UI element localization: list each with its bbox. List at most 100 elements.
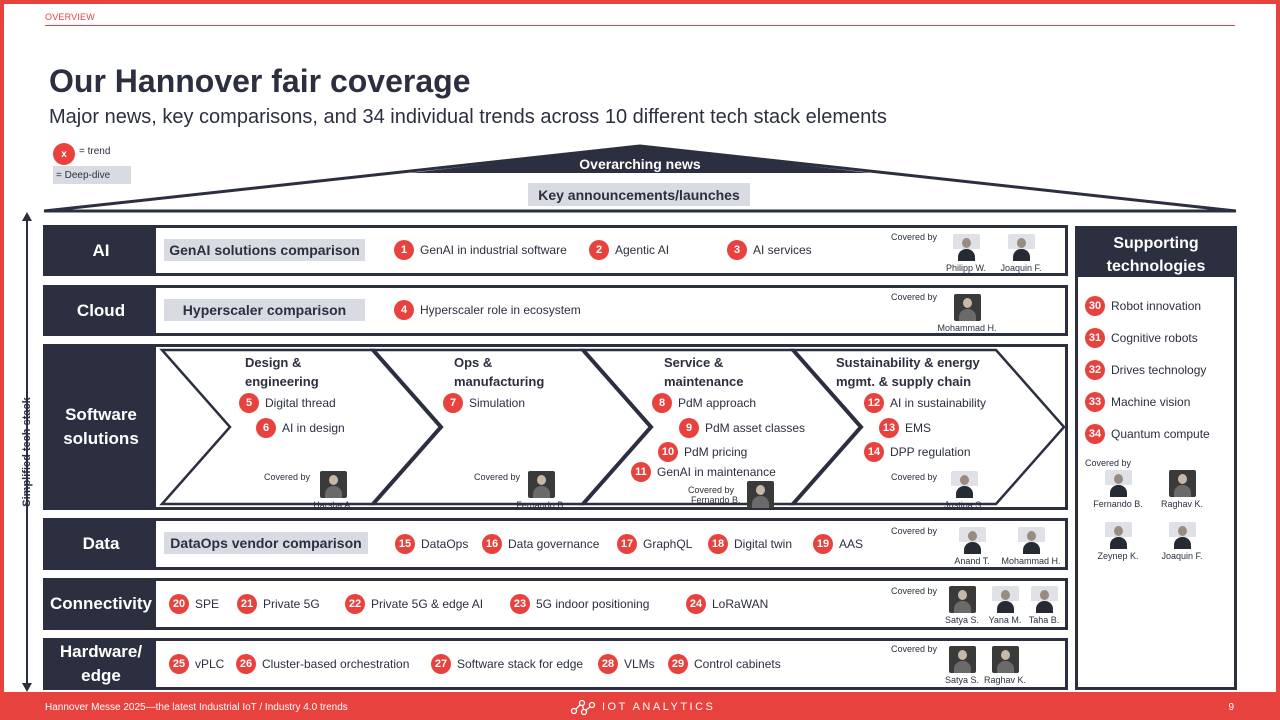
covered-by-label: Covered by — [891, 232, 938, 242]
trend-14: 14 DPP regulation — [864, 442, 971, 462]
trend-label: PdM asset classes — [705, 421, 806, 435]
trend-5: 5 Digital thread — [239, 393, 336, 413]
person-card: Harsha A. — [303, 471, 363, 510]
avatar — [991, 646, 1019, 673]
trend-label: Software stack for edge — [457, 657, 584, 671]
person-name: Satya S. — [944, 675, 980, 685]
roof-shape — [43, 144, 1237, 213]
person-name: Fernando B. — [1093, 499, 1143, 509]
person-name: Fernando B. — [691, 495, 741, 505]
trend-label: SPE — [195, 597, 220, 611]
trend-label: GenAI in industrial software — [420, 243, 567, 257]
legend-deep-dive: = Deep-dive — [53, 166, 131, 184]
trend-4: 4 Hyperscaler role in ecosystem — [394, 300, 581, 320]
footer-text: Hannover Messe 2025—the latest Industria… — [45, 702, 348, 713]
trend-34: 34 Quantum compute — [1085, 424, 1210, 444]
trend-6: 6 AI in design — [256, 418, 345, 438]
trend-number: 29 — [668, 654, 688, 674]
person-name: Fernando B. — [516, 500, 566, 510]
trend-number: 15 — [395, 534, 415, 554]
covered-by-label: Covered by — [474, 472, 521, 482]
trend-label: GraphQL — [643, 537, 693, 551]
section-label: OVERVIEW — [45, 12, 95, 22]
roof-title: Overarching news — [579, 156, 701, 172]
supporting-technologies-title: Supporting technologies — [1078, 229, 1234, 277]
person-card: Raghav K. — [975, 646, 1035, 685]
person-card: Raghav K. — [1152, 470, 1212, 509]
trend-number: 18 — [708, 534, 728, 554]
trend-label: Simulation — [469, 396, 526, 410]
key-announcements-box: Key announcements/launches — [528, 183, 750, 206]
covered-by-label: Covered by — [891, 526, 938, 536]
trend-number: 9 — [679, 418, 699, 438]
trend-number: 2 — [589, 240, 609, 260]
covered-by-label: Covered by — [891, 472, 938, 482]
trend-15: 15 DataOps — [395, 534, 468, 554]
row-connectivity: Connectivity 20 SPE 21 Private 5G 22 Pri… — [43, 578, 1068, 630]
trend-19: 19 AAS — [813, 534, 863, 554]
header-divider — [45, 25, 1235, 26]
avatar — [950, 471, 978, 498]
covered-by-label: Covered by — [891, 644, 938, 654]
trend-1: 1 GenAI in industrial software — [394, 240, 567, 260]
row-ai: AI GenAI solutions comparison 1 GenAI in… — [43, 225, 1068, 276]
avatar — [1007, 234, 1035, 261]
avatar — [953, 294, 981, 321]
trend-number: 20 — [169, 594, 189, 614]
trend-number: 31 — [1085, 328, 1105, 348]
footer-bar: Hannover Messe 2025—the latest Industria… — [0, 692, 1280, 720]
trend-27: 27 Software stack for edge — [431, 654, 583, 674]
avatar — [958, 527, 986, 554]
trend-31: 31 Cognitive robots — [1085, 328, 1198, 348]
trend-13: 13 EMS — [879, 418, 931, 438]
trend-number: 16 — [482, 534, 502, 554]
person-name: Satya S. — [944, 615, 980, 625]
frame-left-border — [0, 0, 4, 720]
trend-17: 17 GraphQL — [617, 534, 692, 554]
trend-number: 6 — [256, 418, 276, 438]
trend-28: 28 VLMs — [598, 654, 655, 674]
trend-label: AI services — [753, 243, 812, 257]
avatar — [948, 586, 976, 613]
trend-label: DataOps — [421, 537, 469, 551]
avatar — [746, 481, 774, 508]
trend-label: Drives technology — [1111, 363, 1207, 377]
person-name: Raghav K. — [1160, 499, 1204, 509]
trend-label: Digital thread — [265, 396, 336, 410]
trend-26: 26 Cluster-based orchestration — [236, 654, 409, 674]
trend-label: Digital twin — [734, 537, 793, 551]
trend-16: 16 Data governance — [482, 534, 599, 554]
trend-label: Private 5G & edge AI — [371, 597, 484, 611]
person-name: Raghav K. — [983, 675, 1027, 685]
avatar — [991, 586, 1019, 613]
row-ai-label: AI — [46, 228, 156, 273]
trend-label: Control cabinets — [694, 657, 781, 671]
covered-by-label: Covered by — [891, 292, 938, 302]
trend-number: 12 — [864, 393, 884, 413]
trend-label: Machine vision — [1111, 395, 1191, 409]
covered-by-label: Covered by — [891, 586, 938, 596]
person-name: Yana M. — [988, 615, 1022, 625]
trend-11: 11 GenAI in maintenance — [631, 462, 776, 482]
person-card: Zeynep K. — [1088, 522, 1148, 561]
trend-10: 10 PdM pricing — [658, 442, 747, 462]
trend-number: 28 — [598, 654, 618, 674]
trend-12: 12 AI in sustainability — [864, 393, 986, 413]
trend-number: 33 — [1085, 392, 1105, 412]
avatar — [527, 471, 555, 498]
page-number: 9 — [1228, 702, 1234, 713]
person-name: Philipp W. — [945, 263, 987, 273]
trend-number: 11 — [631, 462, 651, 482]
trend-9: 9 PdM asset classes — [679, 418, 805, 438]
trend-number: 25 — [169, 654, 189, 674]
trend-label: Cognitive robots — [1111, 331, 1198, 345]
deep-dive-dataops-comparison: DataOps vendor comparison — [164, 532, 368, 554]
trend-number: 10 — [658, 442, 678, 462]
trend-number: 14 — [864, 442, 884, 462]
person-card: Yana M. — [975, 586, 1035, 625]
trend-30: 30 Robot innovation — [1085, 296, 1201, 316]
trend-number: 30 — [1085, 296, 1105, 316]
avatar — [319, 471, 347, 498]
stack-axis-label: Simplified tech stack — [21, 397, 33, 507]
page-title: Our Hannover fair coverage — [49, 63, 471, 99]
